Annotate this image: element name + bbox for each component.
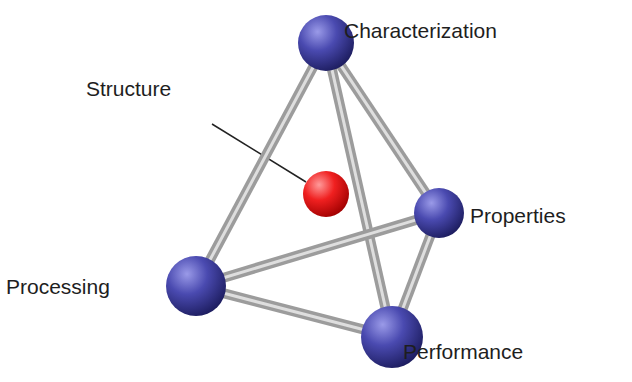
sphere-node: Characterization <box>298 15 354 71</box>
node-label: Properties <box>470 204 566 227</box>
sphere-shape <box>166 256 226 316</box>
node-label: Structure <box>86 77 171 100</box>
rod-highlight <box>223 293 364 330</box>
rod-connector <box>223 293 364 330</box>
rod-connector <box>209 66 314 261</box>
rod-highlight <box>402 235 431 310</box>
sphere-node: Properties <box>414 188 464 238</box>
sphere-shape <box>303 171 349 217</box>
sphere <box>303 171 349 217</box>
sphere <box>414 188 464 238</box>
node-label: Processing <box>6 275 110 298</box>
node-label: Performance <box>403 340 523 363</box>
sphere-shape <box>414 188 464 238</box>
sphere-node: Structure <box>303 171 349 217</box>
sphere-node: Performance <box>361 306 423 368</box>
rod-highlight <box>209 66 314 261</box>
sphere <box>166 256 226 316</box>
rod-connector <box>223 220 417 278</box>
rod-highlight <box>223 220 417 278</box>
sphere-node: Processing <box>166 256 226 316</box>
rod-connector <box>402 235 431 310</box>
node-label: Characterization <box>344 19 497 42</box>
